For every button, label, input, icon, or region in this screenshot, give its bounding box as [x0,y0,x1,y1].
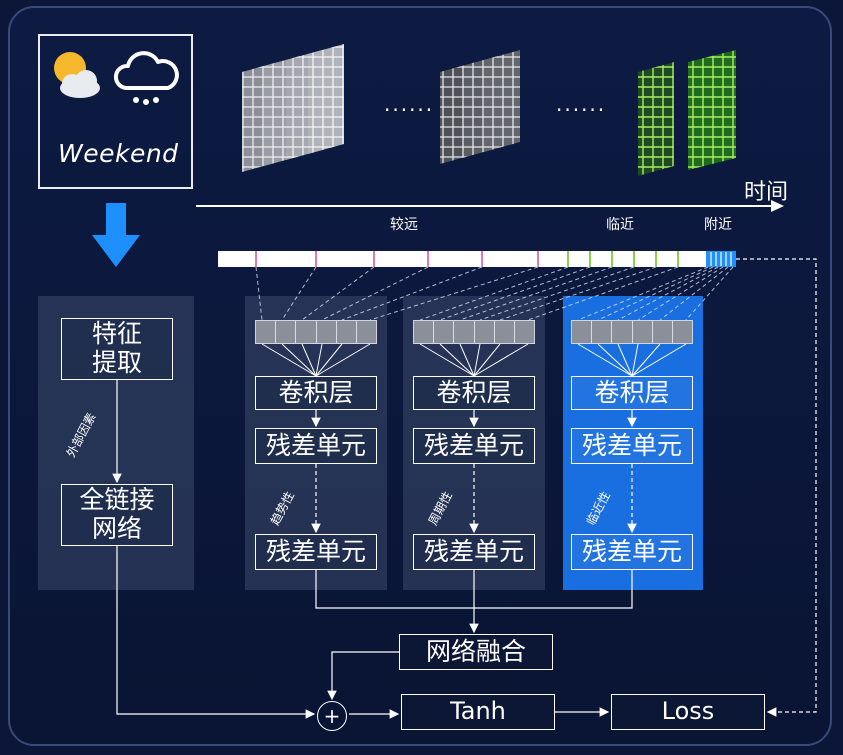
time-axis-label: 时间 [744,180,789,205]
recent-label: 临近 [606,217,634,233]
plus-node: + [317,701,347,731]
period-res2-box: 残差单元 [413,534,535,570]
trend-res2-box: 残差单元 [255,534,377,570]
traffic-frames [242,44,736,176]
time-bar [218,251,736,267]
weather-box: Weekend [38,34,193,189]
ellipsis-2: ...... [556,92,607,116]
far-label: 较远 [390,217,418,233]
fusion-box: 网络融合 [399,634,553,670]
ellipsis-1: ...... [384,92,435,116]
loss-box: Loss [611,694,765,730]
frame-stack-near [638,50,736,176]
period-kernel [413,320,535,344]
feature-extraction-box: 特征 提取 [61,318,173,380]
closeness-res2-box: 残差单元 [571,534,693,570]
time-axis [196,200,784,212]
rain-cloud-icon [113,51,179,105]
trend-ticks [255,251,539,267]
trend-res1-box: 残差单元 [255,428,377,464]
external-factor-panel [38,296,194,590]
weekend-label: Weekend [58,139,179,168]
closeness-conv-box: 卷积层 [571,376,693,410]
time-ticks [255,251,736,267]
frame-stack-far [242,44,344,172]
trend-conv-box: 卷积层 [255,376,377,410]
closeness-kernel [571,320,693,344]
period-res1-box: 残差单元 [413,428,535,464]
closeness-res1-box: 残差单元 [571,428,693,464]
period-ticks [567,251,679,267]
nearby-label: 附近 [704,217,732,233]
fully-connected-box: 全链接 网络 [61,484,173,546]
sun-cloud-icon [54,52,100,98]
trend-kernel [255,320,377,344]
down-arrow-icon [92,203,140,267]
period-conv-box: 卷积层 [413,376,535,410]
tanh-box: Tanh [401,694,555,730]
period-panel [403,296,545,590]
trend-panel [245,296,387,590]
closeness-panel [563,296,703,590]
frame-stack-mid [440,50,520,164]
